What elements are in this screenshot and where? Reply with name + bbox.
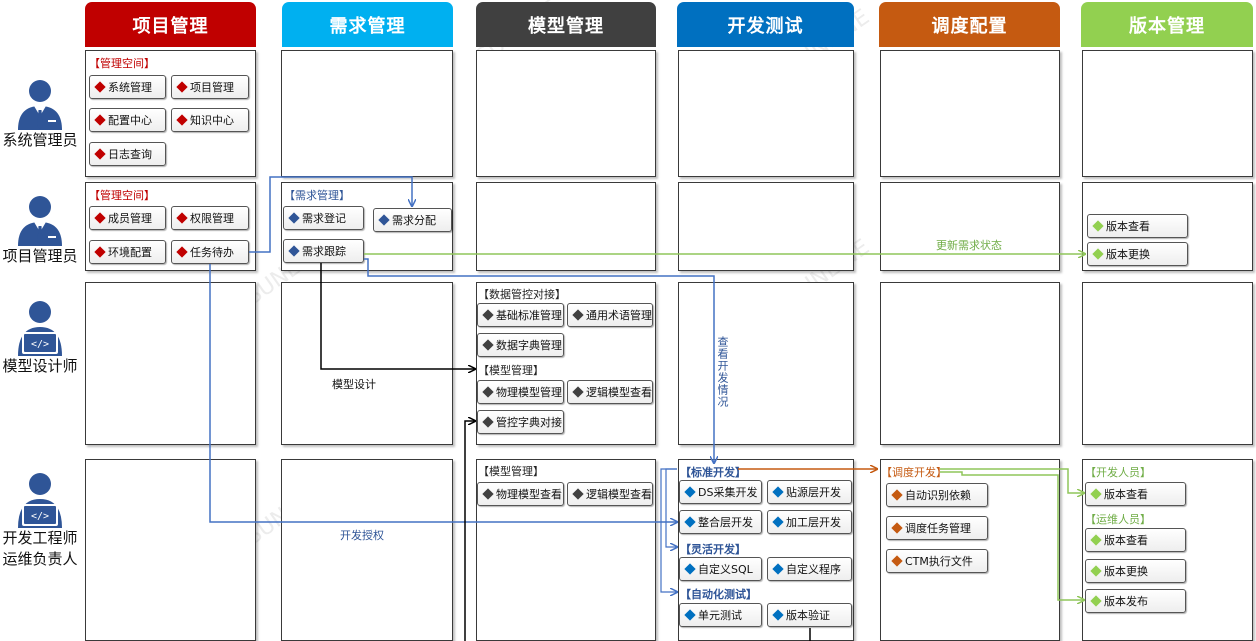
group-label: 【自动化测试】: [680, 588, 757, 601]
version-verify-button[interactable]: 版本验证: [767, 603, 852, 627]
flow-label-view-dev: 查看开发情况: [716, 336, 729, 408]
grid-cell: [880, 50, 1060, 177]
custom-program-button[interactable]: 自定义程序: [767, 557, 852, 581]
knowledge-center-button[interactable]: 知识中心: [171, 108, 249, 132]
grid-cell: [281, 282, 453, 445]
processing-layer-dev-button[interactable]: 加工层开发: [767, 510, 852, 534]
grid-cell: [1082, 50, 1253, 177]
member-manage-button[interactable]: 成员管理: [89, 206, 166, 230]
column-header-devtest: 开发测试: [677, 2, 854, 47]
grid-cell: [476, 182, 656, 271]
role-label: 系统管理员: [2, 131, 78, 149]
connector-std-bracket: [665, 468, 677, 547]
flow-label-model-design: 模型设计: [332, 378, 376, 391]
column-header-model: 模型管理: [476, 2, 656, 47]
requirement-assign-button[interactable]: 需求分配: [373, 208, 452, 232]
role-project-admin: 项目管理员: [0, 194, 80, 267]
data-dictionary-button[interactable]: 数据字典管理: [477, 333, 564, 357]
group-label: 【开发人员】: [1085, 466, 1151, 479]
grid-cell: [880, 182, 1060, 271]
auto-dependency-button[interactable]: 自动识别依赖: [886, 483, 988, 507]
ops-version-change-button[interactable]: 版本更换: [1085, 559, 1186, 583]
unit-test-button[interactable]: 单元测试: [679, 603, 762, 627]
source-layer-dev-button[interactable]: 贴源层开发: [767, 480, 852, 504]
grid-cell: [678, 182, 854, 271]
column-header-schedule: 调度配置: [879, 2, 1060, 47]
ops-version-view-button[interactable]: 版本查看: [1085, 528, 1186, 552]
project-manage-button[interactable]: 项目管理: [171, 75, 249, 99]
grid-cell: [281, 50, 453, 177]
control-dictionary-button[interactable]: 管控字典对接: [477, 410, 564, 434]
task-todo-button[interactable]: 任务待办: [171, 240, 249, 264]
config-center-button[interactable]: 配置中心: [89, 108, 166, 132]
group-label: 【数据管控对接】: [478, 288, 566, 301]
ds-collect-dev-button[interactable]: DS采集开发: [679, 480, 762, 504]
group-label: 【管理空间】: [89, 57, 155, 70]
grid-cell: [678, 50, 854, 177]
group-label: 【管理空间】: [89, 189, 155, 202]
column-header-requirement: 需求管理: [282, 2, 453, 47]
log-query-button[interactable]: 日志查询: [89, 142, 166, 166]
flow-label-update-status: 更新需求状态: [936, 239, 1002, 252]
permission-manage-button[interactable]: 权限管理: [171, 206, 249, 230]
grid-cell: [281, 459, 453, 641]
requirement-track-button[interactable]: 需求跟踪: [283, 239, 364, 263]
version-view-button[interactable]: 版本查看: [1087, 214, 1188, 238]
logical-model-view-button-2[interactable]: 逻辑模型查看: [567, 482, 653, 506]
requirement-register-button[interactable]: 需求登记: [283, 206, 364, 230]
role-label: 运维负责人: [2, 550, 78, 568]
group-label: 【需求管理】: [284, 189, 350, 202]
flow-label-dev-auth: 开发授权: [340, 529, 384, 542]
svg-text:</>: </>: [31, 511, 49, 522]
person-tie-icon: [18, 80, 62, 130]
person-tie-icon: [18, 196, 62, 246]
dev-version-view-button[interactable]: 版本查看: [1085, 482, 1186, 506]
grid-cell: [678, 282, 854, 445]
logical-model-view-button[interactable]: 逻辑模型查看: [567, 380, 653, 404]
person-laptop-icon: </>: [18, 473, 62, 528]
integration-layer-dev-button[interactable]: 整合层开发: [679, 510, 762, 534]
group-label: 【模型管理】: [478, 465, 544, 478]
custom-sql-button[interactable]: 自定义SQL: [679, 557, 762, 581]
ops-version-release-button[interactable]: 版本发布: [1085, 589, 1186, 613]
column-header-version: 版本管理: [1081, 2, 1253, 47]
role-developer-ops: </> 开发工程师 运维负责人: [0, 472, 80, 570]
svg-text:</>: </>: [31, 339, 49, 350]
system-manage-button[interactable]: 系统管理: [89, 75, 166, 99]
grid-cell: [85, 459, 256, 641]
env-config-button[interactable]: 环境配置: [89, 240, 166, 264]
group-label: 【运维人员】: [1085, 513, 1151, 526]
role-model-designer: </> 模型设计师: [0, 300, 80, 377]
role-label: 项目管理员: [2, 247, 78, 265]
grid-cell: [880, 282, 1060, 445]
schedule-task-manage-button[interactable]: 调度任务管理: [886, 516, 988, 540]
role-label: 模型设计师: [2, 357, 78, 375]
grid-cell: [1082, 282, 1253, 445]
version-change-button[interactable]: 版本更换: [1087, 242, 1188, 266]
role-label: 开发工程师: [2, 529, 78, 547]
group-label: 【标准开发】: [680, 466, 746, 479]
grid-cell: [476, 50, 656, 177]
group-label: 【模型管理】: [478, 364, 544, 377]
common-term-button[interactable]: 通用术语管理: [567, 303, 653, 327]
connector-flex-bracket: [660, 468, 677, 592]
grid-cell: [85, 282, 256, 445]
person-laptop-icon: </>: [18, 301, 62, 356]
group-label: 【灵活开发】: [680, 543, 746, 556]
basic-standard-button[interactable]: 基础标准管理: [477, 303, 564, 327]
ctm-exec-file-button[interactable]: CTM执行文件: [886, 549, 988, 573]
physical-model-view-button[interactable]: 物理模型查看: [477, 482, 564, 506]
role-system-admin: 系统管理员: [0, 78, 80, 151]
group-label: 【调度开发】: [881, 466, 947, 479]
column-header-project: 项目管理: [85, 2, 256, 47]
connector-black-up: [464, 421, 475, 641]
physical-model-manage-button[interactable]: 物理模型管理: [477, 380, 564, 404]
